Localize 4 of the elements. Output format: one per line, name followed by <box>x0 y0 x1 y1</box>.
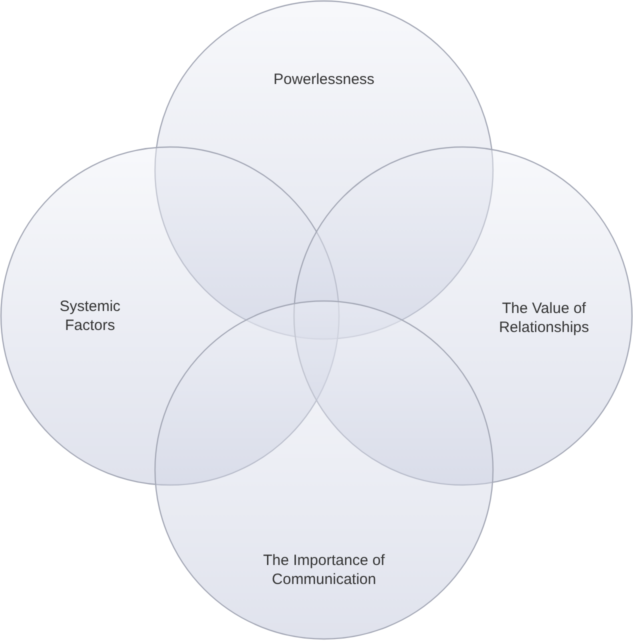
circle-label: The Importance of Communication <box>262 550 386 590</box>
circle-label: Systemic Factors <box>58 296 122 336</box>
circle-label: The Value of Relationships <box>498 298 590 338</box>
circle-label: Powerlessness <box>272 70 376 90</box>
